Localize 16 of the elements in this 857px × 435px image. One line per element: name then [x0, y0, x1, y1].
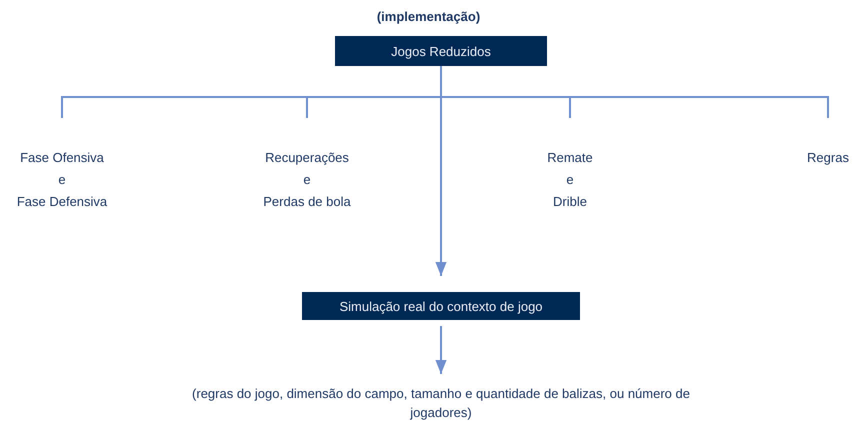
branch-label: Remate [546, 149, 594, 167]
branch-label: Perdas de bola [262, 193, 352, 211]
branch-label: Drible [552, 193, 588, 211]
branch-label: e [302, 171, 312, 189]
diagram-title: (implementação) [376, 9, 482, 24]
branch-label: e [57, 171, 67, 189]
note-text: (regras do jogo, dimensão do campo, tamanho e quantidade de balizas, ou número de jogadores) [191, 385, 691, 422]
branch-label: Regras [806, 149, 850, 167]
branch-label: e [565, 171, 575, 189]
process-box: Jogos Reduzidos [335, 36, 547, 66]
branch-label: Fase Defensiva [16, 193, 108, 211]
arrow [435, 97, 447, 276]
branch-label: Recuperações [264, 149, 350, 167]
branch-label: Fase Ofensiva [19, 149, 105, 167]
arrow [435, 326, 447, 374]
process-box: Simulação real do contexto de jogo [302, 292, 580, 320]
